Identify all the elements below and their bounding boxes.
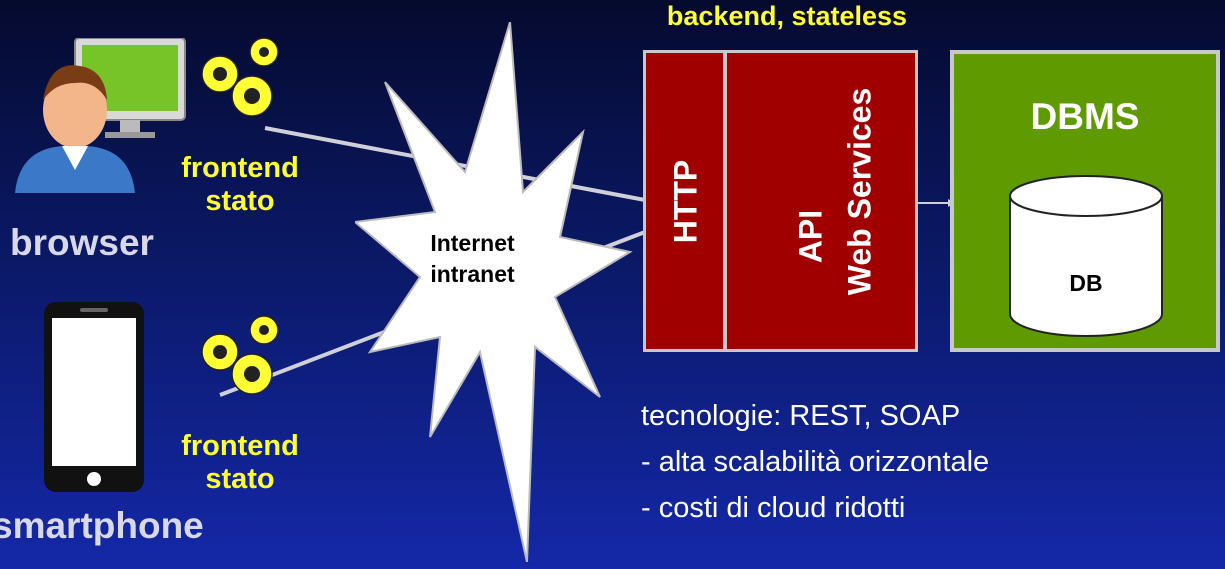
- frontend-line1: frontend: [181, 152, 299, 184]
- frontend-line2: stato: [205, 463, 275, 495]
- internet-line2: intranet: [430, 261, 515, 287]
- frontend-label-browser: frontend stato: [160, 152, 320, 218]
- http-label: HTTP: [667, 159, 704, 244]
- internet-cloud-shape: [355, 22, 633, 562]
- smartphone-icon: [44, 302, 144, 492]
- api-label: API: [792, 209, 829, 264]
- tech-line1: tecnologie: REST, SOAP: [641, 400, 961, 432]
- api-box: API Web Services: [724, 50, 918, 352]
- tech-line3: - costi di cloud ridotti: [641, 492, 906, 524]
- dbms-label: DBMS: [1030, 96, 1140, 137]
- frontend-line1: frontend: [181, 430, 299, 462]
- db-label: DB: [1069, 270, 1103, 296]
- browser-label: browser: [10, 222, 154, 263]
- http-box: HTTP: [643, 50, 726, 352]
- frontend-line2: stato: [205, 185, 275, 217]
- gears-icon-browser: [201, 37, 279, 117]
- technology-list: tecnologie: REST, SOAP - alta scalabilit…: [641, 400, 989, 538]
- web-services-label: Web Services: [841, 87, 878, 296]
- database-cylinder-icon: [1009, 175, 1163, 337]
- dbms-box: DBMS DB: [950, 50, 1220, 352]
- user-computer-icon: [15, 38, 186, 193]
- internet-label: Internet intranet: [405, 228, 540, 290]
- gears-icon-smartphone: [201, 315, 279, 395]
- frontend-label-smartphone: frontend stato: [160, 430, 320, 496]
- backend-label: backend, stateless: [666, 1, 908, 31]
- smartphone-label: smartphone: [0, 505, 204, 546]
- internet-line1: Internet: [430, 230, 515, 256]
- tech-line2: - alta scalabilità orizzontale: [641, 446, 990, 478]
